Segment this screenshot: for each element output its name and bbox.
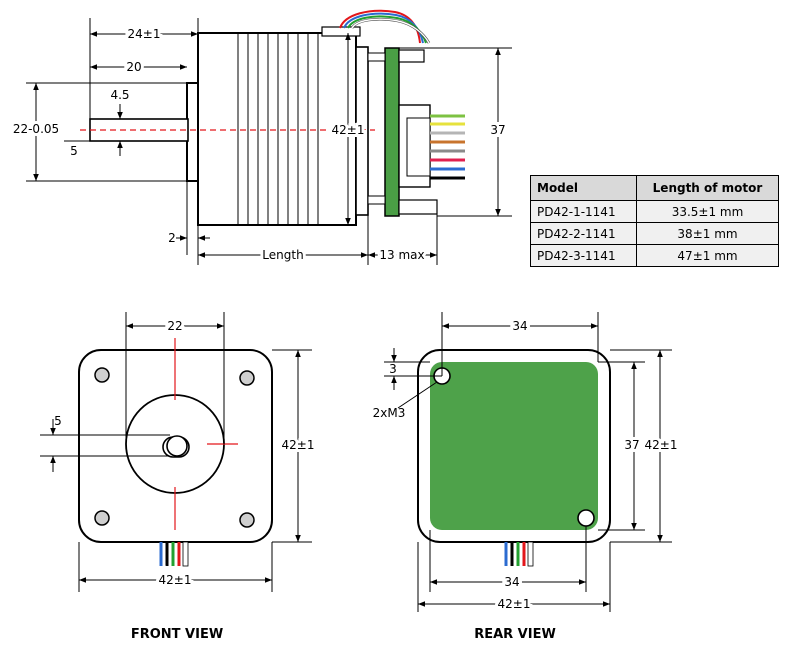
dim-front-height: 42±1 [282, 438, 315, 452]
dim-shaft-flat: 4.5 [110, 88, 129, 102]
rear-view: 34 3 2xM3 37 42±1 34 [373, 312, 680, 642]
dim-length: Length [262, 248, 303, 262]
table-row: PD42-2-1141 38±1 mm [530, 222, 779, 245]
table-header-length: Length of motor [636, 175, 779, 201]
dim-shaft-length: 20 [126, 60, 141, 74]
table-row: PD42-3-1141 47±1 mm [530, 244, 779, 267]
rear-holes-label: 2xM3 [373, 406, 406, 420]
front-shaft-end [166, 435, 188, 457]
front-view: 22 5 42±1 42±1 FRONT VIEW [40, 312, 317, 642]
side-board-component-bottom [398, 199, 438, 215]
front-mount-hole-tl [94, 367, 110, 383]
motor-length-table: Model Length of motor PD42-1-1141 33.5±1… [530, 175, 779, 267]
side-connector-inner [406, 117, 431, 177]
side-view: 24±1 20 4.5 22-0.05 5 42±1 37 2 Length [10, 9, 512, 265]
side-lead-white [350, 17, 431, 44]
front-mount-hole-br [239, 512, 255, 528]
side-wire-exit [321, 26, 361, 37]
dim-pilot: 22 [167, 319, 182, 333]
dim-rear-edge: 3 [389, 362, 397, 376]
dim-board-depth: 13 max [379, 248, 424, 262]
rear-leads [504, 541, 534, 567]
dim-board-height: 37 [490, 123, 505, 137]
dim-shaft-offset: 5 [54, 414, 62, 428]
table-row: PD42-1-1141 33.5±1 mm [530, 200, 779, 223]
dim-shaft-total: 24±1 [128, 27, 161, 41]
side-pcb-standoff-bottom [367, 195, 386, 205]
table-cell-model: PD42-1-1141 [530, 200, 637, 223]
side-pcb-standoff-top [367, 52, 386, 62]
table-cell-model: PD42-2-1141 [530, 222, 637, 245]
side-rear-cap [355, 46, 369, 216]
rear-view-label: REAR VIEW [474, 627, 556, 642]
side-connector-wires [430, 114, 465, 180]
side-motor-body [197, 32, 357, 226]
front-view-label: FRONT VIEW [131, 627, 223, 642]
table-cell-length: 47±1 mm [636, 244, 779, 267]
dim-front-width: 42±1 [159, 573, 192, 587]
dim-rear-hole-spacing-bottom: 34 [504, 575, 519, 589]
dim-flange: 2 [168, 231, 176, 245]
dim-rear-hole-spacing-top: 34 [512, 319, 527, 333]
side-cooling-fins [237, 33, 319, 225]
rear-body [417, 349, 611, 543]
front-mount-hole-bl [94, 510, 110, 526]
table-header-model: Model [530, 175, 637, 201]
dim-shaft-small: 5 [70, 144, 78, 158]
table-cell-length: 33.5±1 mm [636, 200, 779, 223]
side-pcb [384, 47, 400, 217]
dim-rear-width: 42±1 [498, 597, 531, 611]
table-header-row: Model Length of motor [530, 175, 779, 201]
dim-body-height: 42±1 [332, 123, 365, 137]
table-cell-length: 38±1 mm [636, 222, 779, 245]
rear-mount-hole-br [577, 509, 595, 527]
front-mount-hole-tr [239, 370, 255, 386]
dim-shaft-diameter: 22-0.05 [13, 122, 59, 136]
front-leads [159, 541, 189, 567]
side-board-component-top [398, 49, 425, 63]
dim-rear-height: 42±1 [645, 438, 678, 452]
dim-rear-board-height: 37 [624, 438, 639, 452]
rear-pcb [430, 362, 598, 530]
table-cell-model: PD42-3-1141 [530, 244, 637, 267]
